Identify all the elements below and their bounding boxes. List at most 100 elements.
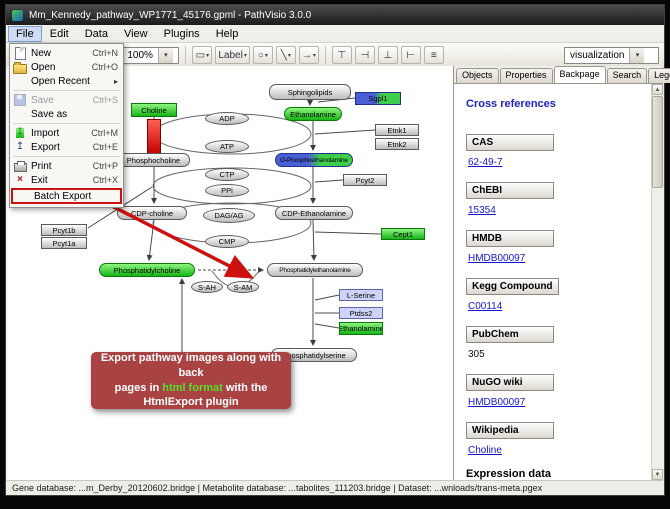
menu-separator	[13, 123, 120, 124]
zoom-value: 100%	[127, 49, 153, 61]
xref-link[interactable]: Choline	[468, 445, 502, 456]
highlighted-gene-box[interactable]	[147, 119, 161, 155]
pathway-node-pcyt1a[interactable]: Pcyt1a	[41, 237, 87, 249]
xref-link[interactable]: 62-49-7	[468, 157, 503, 168]
xref-link[interactable]: HMDB00097	[468, 397, 526, 408]
pathway-node-ppi[interactable]: PPi	[205, 184, 249, 197]
file-menu-batch-export[interactable]: Batch Export	[11, 188, 122, 204]
menu-plugins[interactable]: Plugins	[163, 27, 200, 40]
pathway-node-sah[interactable]: S-AH	[191, 281, 223, 293]
file-menu-import[interactable]: ↧ Import Ctrl+M	[15, 127, 118, 139]
file-menu-save[interactable]: Save Ctrl+S	[10, 93, 123, 107]
pathway-node-o-phosphoethanolamine[interactable]: O-Phosphoethanolamine	[275, 153, 353, 167]
pathway-node-cmp[interactable]: CMP	[205, 235, 249, 248]
pathway-node-choline-top[interactable]: Choline	[131, 103, 177, 117]
annotation-line2-pre: pages in	[114, 381, 163, 394]
align-right-button[interactable]: ⊢	[400, 46, 421, 64]
pathway-node-ptdss2[interactable]: Ptdss2	[339, 307, 383, 319]
xref-header: PubChem	[466, 326, 554, 343]
visualization-combobox[interactable]: visualization ▾	[564, 46, 659, 64]
annotation-highlight: html format	[162, 381, 223, 394]
import-icon: ↧	[15, 127, 25, 138]
chevron-down-icon: ▾	[287, 52, 291, 59]
zoom-combobox[interactable]: 100% ▾	[121, 46, 180, 64]
expression-data-heading: Expression data	[466, 468, 551, 480]
pathway-node-cdp-choline[interactable]: CDP-choline	[117, 206, 187, 220]
xref-link[interactable]: C00114	[468, 301, 503, 312]
xref-header: Kegg Compound	[466, 278, 559, 295]
scrollbar-thumb[interactable]	[652, 96, 663, 188]
align-top-button[interactable]: ⊤	[331, 46, 352, 64]
file-menu-exit[interactable]: × Exit Ctrl+X	[17, 174, 118, 186]
tab-objects[interactable]: Objects	[456, 68, 499, 83]
open-folder-icon	[13, 61, 27, 74]
menu-edit[interactable]: Edit	[49, 27, 69, 40]
stack-button[interactable]: ≡	[423, 46, 444, 64]
xref-section-kegg: Kegg Compound C00114	[466, 276, 643, 312]
pathway-node-ethanolamine[interactable]: Ethanolamine	[284, 107, 342, 121]
title-bar[interactable]: Mm_Kennedy_pathway_WP1771_45176.gpml - P…	[6, 5, 664, 25]
tab-search[interactable]: Search	[606, 68, 648, 83]
align-left-button[interactable]: ⊣	[354, 46, 375, 64]
label-tool-button[interactable]: Label ▾	[215, 46, 250, 64]
menu-view[interactable]: View	[123, 27, 148, 40]
scroll-down-icon[interactable]: ▼	[652, 469, 663, 480]
pathway-node-etnk1[interactable]: Etnk1	[375, 124, 419, 136]
file-menu-open-recent[interactable]: Open Recent ▸	[31, 75, 118, 87]
pathway-node-sgpl1[interactable]: Sgpl1	[355, 92, 401, 105]
pathway-node-dag[interactable]: DAG/AG	[203, 208, 255, 223]
pathway-node-sphingolipids[interactable]: Sphingolipids	[269, 84, 351, 100]
pathway-node-sam[interactable]: S-AM	[227, 281, 259, 293]
scroll-up-icon[interactable]: ▲	[652, 84, 663, 95]
datanode-icon: ▭	[195, 49, 206, 61]
status-text: Gene database: ...m_Derby_20120602.bridg…	[12, 482, 543, 493]
pathway-node-l-serine[interactable]: L-Serine	[339, 289, 383, 301]
align-bottom-button[interactable]: ⊥	[377, 46, 398, 64]
align-left-icon: ⊣	[360, 49, 370, 61]
xref-link[interactable]: 15354	[468, 205, 496, 216]
line-tool-button[interactable]: ╲ ▾	[275, 46, 296, 64]
menu-separator	[13, 156, 120, 157]
arrow-icon: →	[301, 49, 312, 61]
pathway-node-pcyt1b[interactable]: Pcyt1b	[41, 224, 87, 236]
xref-link[interactable]: HMDB00097	[468, 253, 526, 264]
file-menu-save-as[interactable]: Save as	[31, 108, 68, 120]
chevron-down-icon: ▾	[164, 52, 168, 59]
align-right-icon: ⊢	[406, 49, 416, 61]
xref-header: HMDB	[466, 230, 554, 247]
pathway-node-pcyt2[interactable]: Pcyt2	[343, 174, 387, 186]
pathway-node-phosphatidylserine[interactable]: Phosphatidylserine	[271, 348, 357, 362]
pathway-node-phosphocholine[interactable]: Phosphocholine	[117, 153, 190, 167]
annotation-callout: Export pathway images along with back pa…	[91, 352, 291, 409]
file-menu-open[interactable]: Open Ctrl+O	[10, 60, 123, 74]
menu-bar: File Edit Data View Plugins Help	[6, 25, 664, 43]
xref-header: CAS	[466, 134, 554, 151]
file-menu-print[interactable]: Print Ctrl+P	[10, 159, 123, 173]
arrow-tool-button[interactable]: → ▾	[298, 46, 319, 64]
datanode-tool-button[interactable]: ▭ ▾	[192, 46, 213, 64]
pathway-node-phosphatidylcholine[interactable]: Phosphatidylcholine	[99, 263, 195, 277]
shape-tool-button[interactable]: ○ ▾	[252, 46, 273, 64]
pathway-node-etnk2[interactable]: Etnk2	[375, 138, 419, 150]
tab-backpage[interactable]: Backpage	[553, 66, 606, 83]
file-menu-export[interactable]: ↥ Export Ctrl+E	[15, 141, 118, 153]
pathway-node-atp[interactable]: ATP	[205, 140, 249, 153]
pathway-node-cept1[interactable]: Cept1	[381, 228, 425, 240]
panel-scrollbar[interactable]: ▲ ▼	[651, 84, 663, 480]
annotation-line2-post: with the	[222, 381, 268, 394]
toolbar-separator	[324, 46, 326, 64]
tab-properties[interactable]: Properties	[499, 68, 553, 83]
pathway-node-ctp[interactable]: CTP	[205, 168, 249, 181]
xref-section-wikipedia: Wikipedia Choline	[466, 420, 643, 456]
print-icon	[13, 161, 27, 172]
file-menu-new[interactable]: New Ctrl+N	[10, 46, 123, 60]
pathway-node-phosphatidylethanolamine[interactable]: Phosphatidylethanolamine	[267, 263, 363, 277]
pathway-node-cdp-ethanolamine[interactable]: CDP-Ethanolamine	[275, 206, 353, 220]
pathway-node-adp[interactable]: ADP	[205, 112, 249, 125]
tab-legend[interactable]: Legend	[648, 68, 670, 83]
menu-help[interactable]: Help	[215, 27, 239, 40]
pathway-node-ethanolamine-2[interactable]: Ethanolamine	[339, 322, 383, 335]
submenu-arrow-icon: ▸	[113, 76, 118, 86]
menu-file[interactable]: File	[8, 25, 42, 42]
menu-data[interactable]: Data	[84, 27, 108, 40]
